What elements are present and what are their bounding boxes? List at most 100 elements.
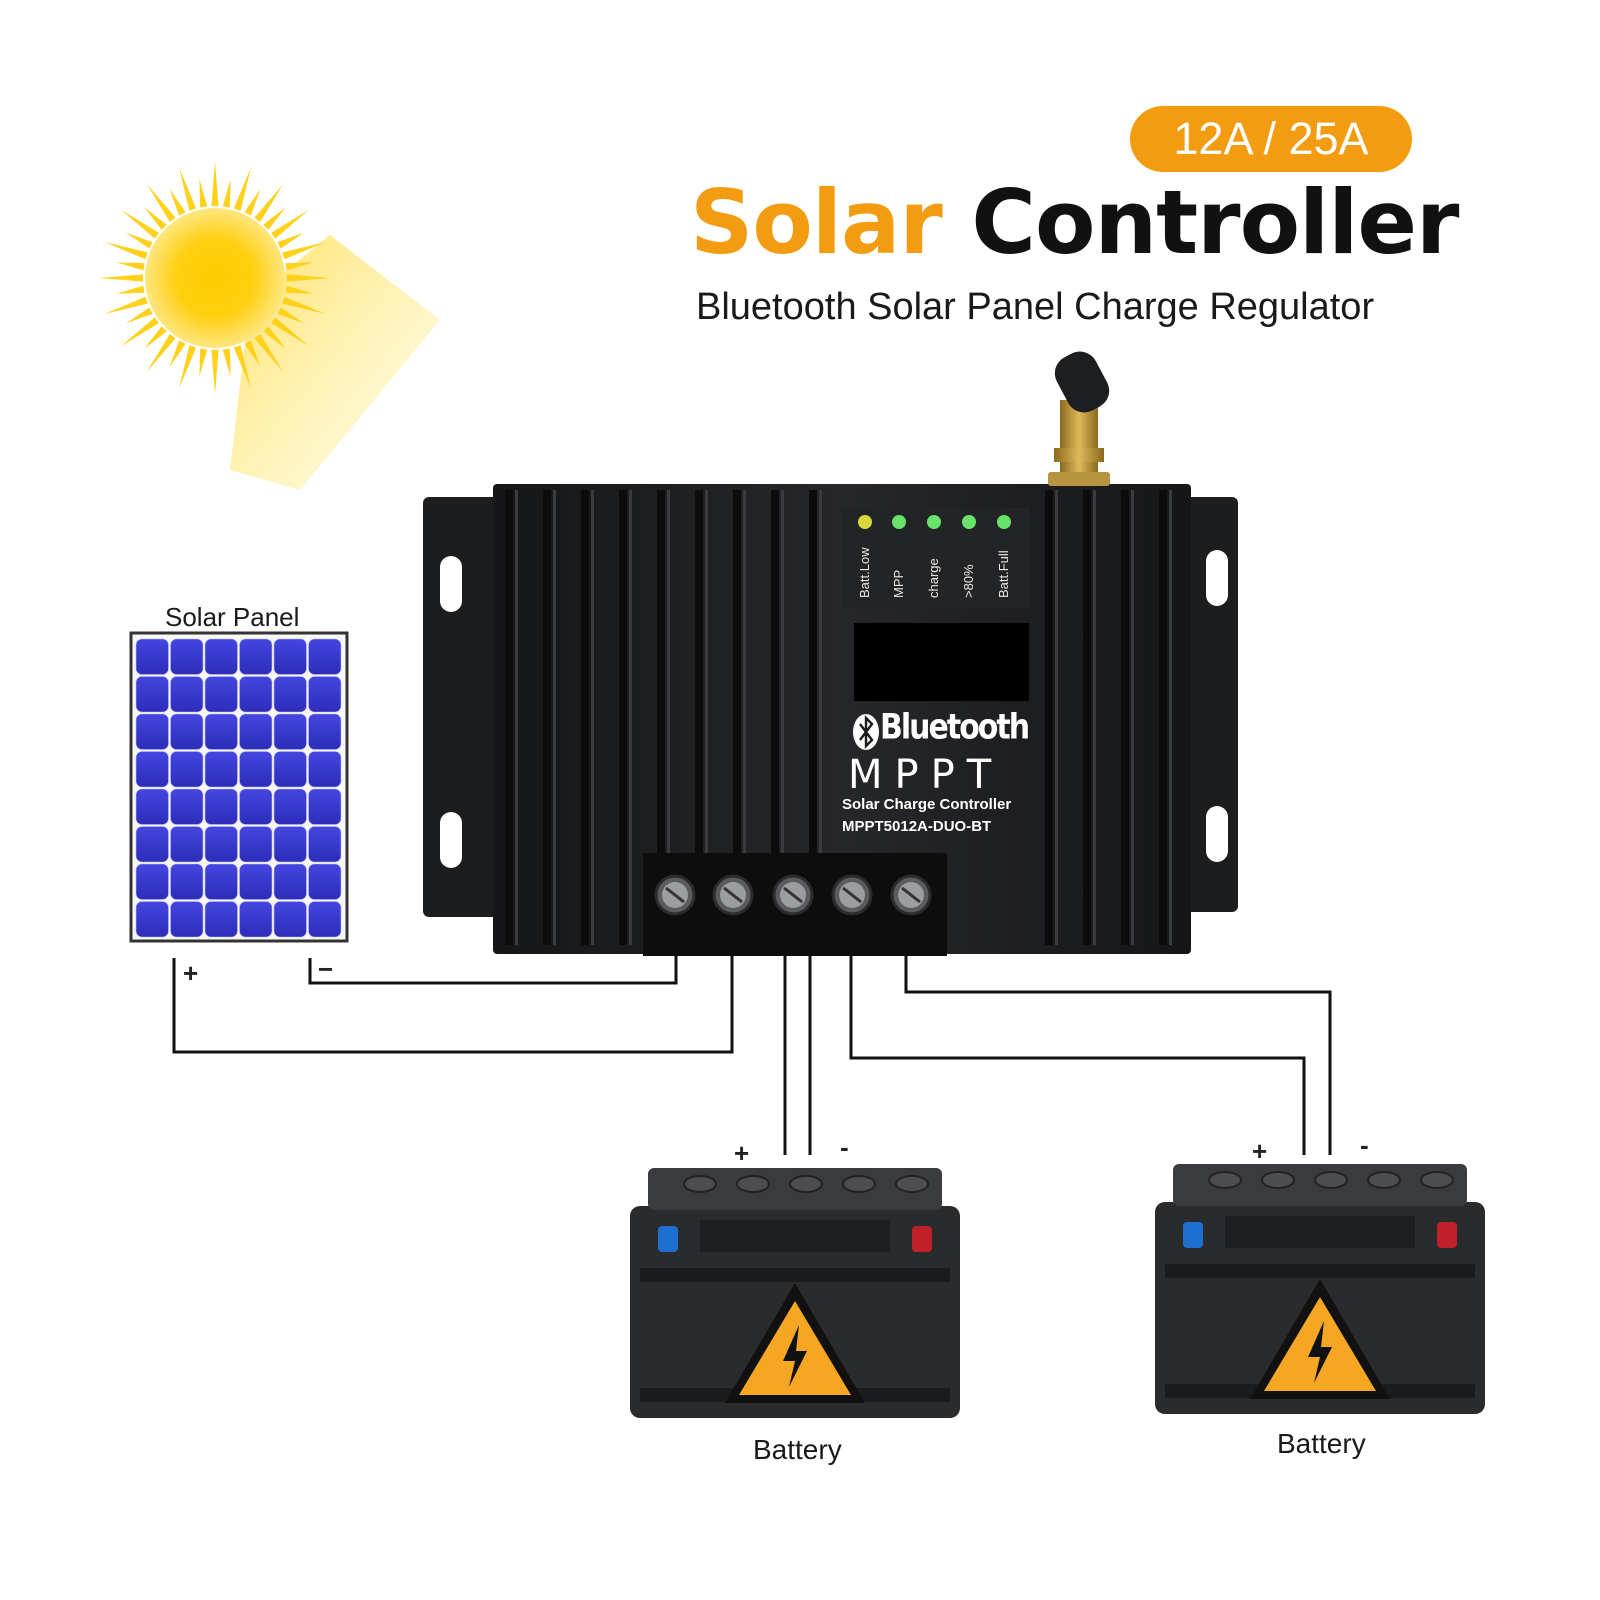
sun-ray — [211, 162, 219, 207]
solar-cell — [308, 826, 342, 863]
wire-battery2-minus — [904, 955, 1332, 1155]
bluetooth-icon — [853, 714, 879, 750]
sun-ray — [263, 207, 286, 230]
battery-recess — [1225, 1216, 1415, 1248]
terminal-screws — [654, 874, 932, 916]
solar-cell — [204, 638, 238, 675]
led-label: Batt.Low — [857, 547, 872, 598]
sun-ray — [285, 262, 314, 271]
solar-cell — [239, 713, 273, 750]
heatsink-fin — [581, 490, 589, 945]
sun-ray — [116, 262, 145, 271]
heatsink-fins — [505, 490, 1172, 945]
battery-ridge — [640, 1268, 950, 1282]
solar-panel-cells — [135, 638, 342, 938]
battery-terminal-positive — [912, 1226, 932, 1252]
solar-cell — [273, 901, 307, 938]
solar-cell — [308, 863, 342, 900]
solar-cell — [170, 751, 204, 788]
status-led — [997, 515, 1011, 529]
led-label: >80% — [961, 564, 976, 598]
wire-panel-minus — [308, 955, 678, 985]
terminal-screw-slot — [665, 886, 685, 904]
wiring — [172, 955, 1332, 1155]
title-accent: Solar — [690, 171, 943, 274]
terminal-screw-slot — [783, 886, 803, 904]
sun-ray — [233, 345, 251, 389]
sun-ray — [169, 188, 186, 216]
heatsink-fin-highlight — [1169, 490, 1172, 945]
battery-recess — [700, 1220, 890, 1252]
sun-ray — [179, 167, 197, 211]
sun-ray — [144, 326, 167, 349]
battery-1-minus: - — [840, 1132, 849, 1162]
battery-terminal-negative — [658, 1226, 678, 1252]
sun-ray — [125, 232, 153, 249]
battery-ridge — [1165, 1264, 1475, 1278]
led-label: Batt.Full — [996, 550, 1011, 598]
solar-cell — [273, 863, 307, 900]
mount-slot — [440, 556, 462, 612]
solar-cell — [273, 713, 307, 750]
lightning-icon — [1308, 1321, 1332, 1383]
solar-cell — [204, 676, 238, 713]
page-subtitle: Bluetooth Solar Panel Charge Regulator — [696, 286, 1375, 328]
solar-cell — [308, 901, 342, 938]
solar-cell — [135, 863, 169, 900]
solar-cell — [273, 826, 307, 863]
title-main: Controller — [971, 171, 1459, 274]
solar-panel-plus: + — [183, 958, 199, 988]
battery-cap — [1420, 1171, 1454, 1189]
solar-cell — [308, 638, 342, 675]
sun-disc — [145, 208, 285, 348]
solar-cell — [239, 863, 273, 900]
heatsink-fin — [1083, 490, 1091, 945]
status-led — [927, 515, 941, 529]
display-window — [854, 623, 1029, 701]
status-led — [858, 515, 872, 529]
heatsink-fin — [657, 490, 665, 945]
solar-cell — [273, 788, 307, 825]
solar-cell — [239, 676, 273, 713]
battery-2-plus: + — [1252, 1136, 1268, 1166]
sun-ray — [199, 348, 208, 377]
heatsink-fin-highlight — [667, 490, 670, 945]
sun-ray — [254, 334, 284, 372]
wire-battery2-plus — [849, 955, 1306, 1155]
solar-cell — [308, 676, 342, 713]
heatsink-fin — [809, 490, 817, 945]
solar-cell — [273, 638, 307, 675]
heatsink-fin-highlight — [629, 490, 632, 945]
solar-cell — [135, 788, 169, 825]
solar-cell — [135, 638, 169, 675]
page-title: Solar Controller — [690, 168, 1459, 278]
battery-cap — [683, 1175, 717, 1193]
battery-cap — [1367, 1171, 1401, 1189]
sun-ray — [116, 285, 145, 294]
battery-terminal-negative — [1183, 1222, 1203, 1248]
sun-ray — [277, 307, 305, 324]
sun-ray — [104, 242, 148, 260]
amperage-badge: 12A / 25A — [1130, 106, 1412, 172]
battery-2-minus: - — [1360, 1130, 1369, 1160]
sun-ray — [286, 274, 331, 282]
solar-cell — [204, 751, 238, 788]
battery-1-plus: + — [734, 1138, 750, 1168]
battery-cap — [1314, 1171, 1348, 1189]
solar-cell — [135, 826, 169, 863]
solar-cell — [135, 901, 169, 938]
battery-2 — [1155, 1164, 1485, 1414]
sun-ray — [244, 188, 261, 216]
solar-cell — [273, 751, 307, 788]
sun-beam — [230, 235, 440, 490]
solar-cell — [170, 713, 204, 750]
solar-cell — [308, 751, 342, 788]
heatsink-fin — [695, 490, 703, 945]
solar-panel-minus: − — [318, 954, 334, 984]
solar-cell — [204, 788, 238, 825]
sun-ray — [104, 296, 148, 314]
heatsink-fin-highlight — [591, 490, 594, 945]
sun-ray — [99, 274, 144, 282]
solar-cell — [135, 751, 169, 788]
